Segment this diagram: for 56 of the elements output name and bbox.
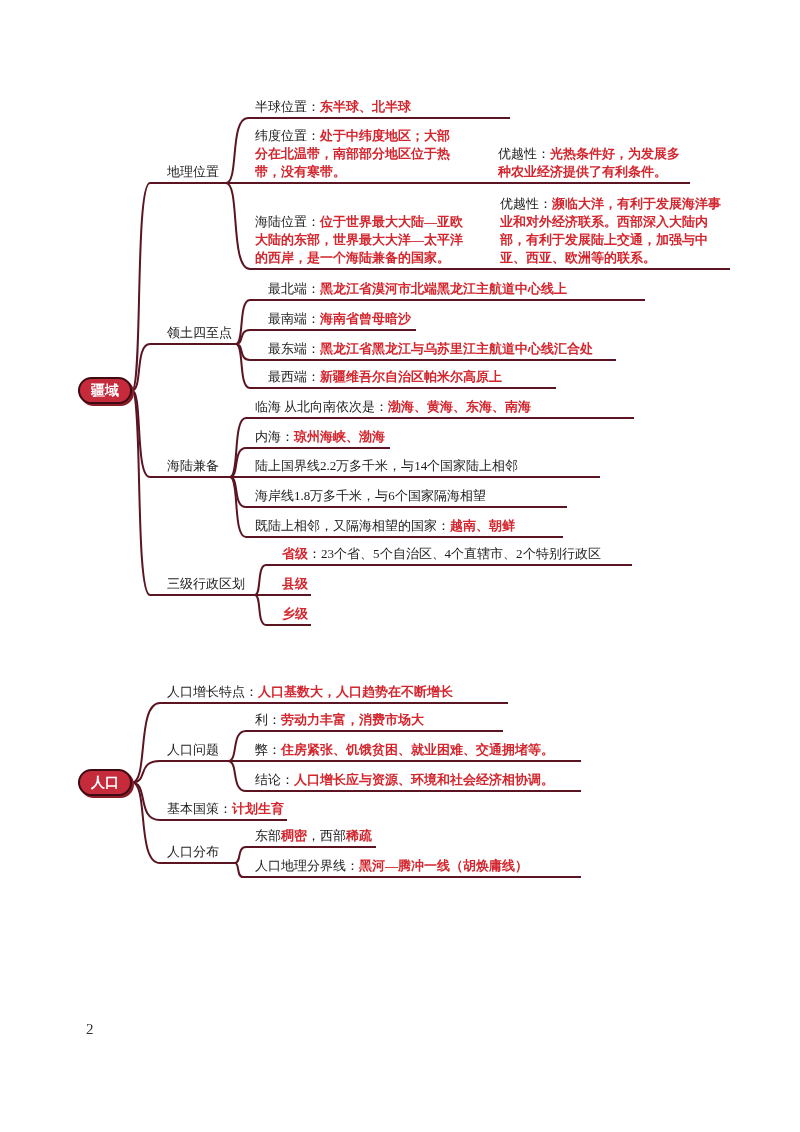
branch-line [235,329,251,345]
topic-label: 人口增长特点：人口基数大，人口趋势在不断增长 [160,683,508,704]
topic-label: 乡级 [266,605,311,626]
branch-line [227,760,239,762]
topic-label: 领土四至点 [150,324,236,345]
branch-line [131,702,161,784]
topic-label: 陆上国界线2.2万多千米，与14个国家陆上相邻 [240,457,600,478]
topic-label: 临海 从北向南依次是：渤海、黄海、东海、南海 [246,398,634,419]
branch-line [229,447,247,478]
topic-label: 人口分布 [160,843,235,864]
branch-line [254,594,267,626]
topic-label: 内海：琼州海峡、渤海 [246,428,390,449]
branch-line [225,117,249,184]
branch-line [225,182,251,270]
branch-line [225,182,239,184]
branch-line [131,781,161,864]
root-topic: 疆域 [78,377,132,404]
topic-label: 基本国策：计划生育 [160,800,287,821]
branch-line [254,564,267,596]
branch-line [234,846,247,864]
branch-line [235,299,251,345]
branch-line [131,343,151,392]
topic-label: 弊：住房紧张、饥饿贫困、就业困难、交通拥堵等。 [238,741,581,762]
topic-label: 优越性：濒临大洋，有利于发展海洋事业和对外经济联系。西部深入大陆内部，有利于发展陆上交通，加强与中亚、西亚、欧洲等的联系。 [474,195,730,270]
root-topic: 人口 [78,769,132,796]
topic-label: 海陆兼备 [150,457,230,478]
branch-line [234,862,244,878]
branch-line [465,268,475,270]
topic-label: 既陆上相邻，又隔海相望的国家：越南、朝鲜 [246,517,563,538]
branch-line [227,760,247,792]
branch-line [229,476,241,478]
topic-label: 最南端：海南省曾母暗沙 [250,310,416,331]
topic-label: 三级行政区划 [150,575,255,596]
topic-label: 最北端：黑龙江省漠河市北端黑龙江主航道中心线上 [250,280,645,301]
branch-line [229,476,247,538]
topic-label: 人口地理分界线：黑河—腾冲一线（胡焕庸线） [243,857,581,878]
topic-label: 最东端：黑龙江省黑龙江与乌苏里江主航道中心线汇合处 [250,340,616,361]
topic-label: 优越性：光热条件好，为发展多种农业经济提供了有利条件。 [496,145,690,184]
branch-line [254,594,266,596]
topic-label: 县级 [265,575,311,596]
topic-label: 省级：23个省、5个自治区、4个直辖市、2个特别行政区 [266,545,632,566]
branch-line [487,182,497,184]
topic-label: 地理位置 [150,163,226,184]
topic-label: 结论：人口增长应与资源、环境和社会经济相协调。 [246,771,581,792]
topic-label: 海岸线1.8万多千米，与6个国家隔海相望 [246,487,567,508]
branch-line [227,730,247,762]
branch-line [235,343,251,389]
topic-label: 海陆位置：位于世界最大大陆—亚欧大陆的东部，世界最大大洋—太平洋的西岸，是一个海陆兼备的国家。 [250,213,466,270]
topic-label: 最西端：新疆维吾尔自治区帕米尔高原上 [250,368,556,389]
topic-label: 半球位置：东半球、北半球 [248,98,510,119]
topic-label: 东部稠密，西部稀疏 [246,827,376,848]
branch-line [131,389,151,478]
topic-label: 纬度位置：处于中纬度地区；大部分在北温带，南部部分地区位于热带，没有寒带。 [238,127,488,184]
topic-label: 利：劳动力丰富，消费市场大 [246,711,503,732]
page-number: 2 [86,1021,94,1038]
topic-label: 人口问题 [160,741,228,762]
